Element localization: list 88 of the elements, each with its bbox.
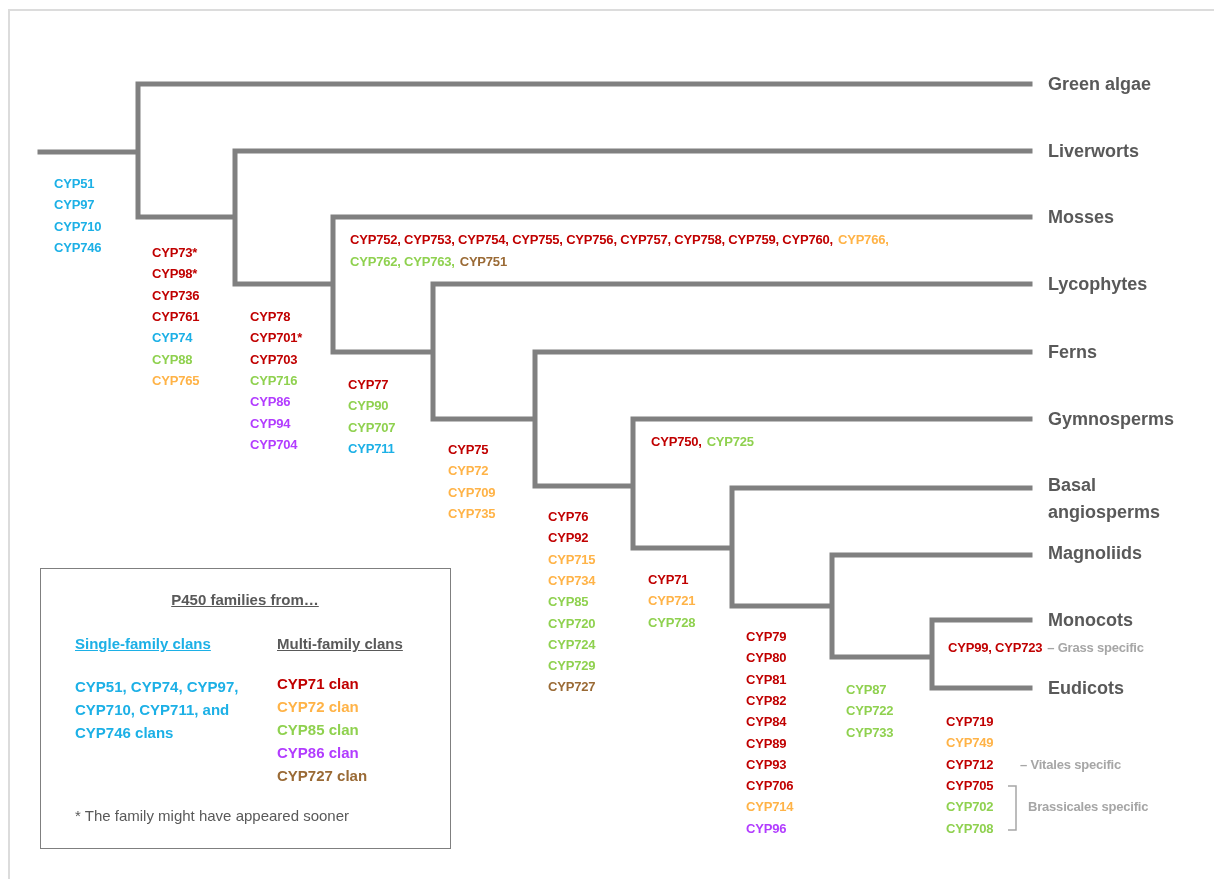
family-label: CYP728 bbox=[648, 614, 696, 631]
family-label: CYP720 bbox=[548, 615, 596, 632]
family-label: CYP714 bbox=[746, 799, 794, 816]
family-label: CYP750, bbox=[651, 434, 702, 450]
family-label: CYP702 bbox=[946, 799, 994, 816]
family-label: CYP84 bbox=[746, 714, 787, 731]
note-text: – Vitales specific bbox=[1020, 757, 1121, 773]
family-label: CYP766, bbox=[838, 232, 889, 248]
family-label: CYP93 bbox=[746, 756, 787, 773]
family-label: CYP86 bbox=[250, 394, 291, 411]
family-label: CYP701* bbox=[250, 330, 303, 347]
family-label: CYP710 bbox=[54, 218, 102, 235]
family-label: CYP85 bbox=[548, 594, 589, 611]
family-label: CYP727 bbox=[548, 679, 596, 696]
family-label: CYP703 bbox=[250, 351, 298, 368]
family-label: CYP722 bbox=[846, 703, 894, 720]
family-label: CYP735 bbox=[448, 505, 496, 522]
family-label: CYP719 bbox=[946, 714, 994, 730]
family-label: CYP98* bbox=[152, 266, 198, 283]
family-label: CYP89 bbox=[746, 735, 787, 752]
family-label: CYP711 bbox=[348, 440, 395, 457]
taxon-label: Green algae bbox=[1048, 73, 1152, 95]
family-label: CYP87 bbox=[846, 682, 887, 698]
family-label: CYP721 bbox=[648, 593, 696, 610]
taxon-label: Ferns bbox=[1048, 341, 1098, 363]
family-label: CYP78 bbox=[250, 309, 291, 325]
family-label: CYP715 bbox=[548, 551, 596, 568]
family-label: CYP77 bbox=[348, 377, 389, 393]
family-label: CYP94 bbox=[250, 415, 291, 432]
note-text: Brassicales specific bbox=[1028, 799, 1149, 815]
family-label: CYP81 bbox=[746, 671, 787, 688]
footnote: * The family might have appeared sooner bbox=[75, 807, 350, 824]
family-label: CYP733 bbox=[846, 724, 894, 741]
family-label: CYP724 bbox=[548, 636, 596, 653]
family-label: CYP707 bbox=[348, 419, 396, 436]
legend-label: CYP71 clan bbox=[277, 675, 359, 692]
family-label: CYP99, CYP723 bbox=[948, 640, 1043, 656]
taxon-label: Monocots bbox=[1048, 609, 1133, 631]
family-label: CYP96 bbox=[746, 820, 787, 837]
family-label: CYP51 bbox=[54, 176, 95, 192]
taxon-label: Liverworts bbox=[1048, 140, 1140, 162]
legend-label: CYP86 clan bbox=[277, 744, 359, 761]
legend-label: CYP51, CYP74, CYP97, CYP710, CYP711, and CYP746 clans bbox=[75, 677, 240, 743]
family-label: CYP704 bbox=[250, 436, 298, 453]
family-label: CYP74 bbox=[152, 330, 193, 347]
family-label: CYP716 bbox=[250, 372, 298, 389]
taxon-label: Gymnosperms bbox=[1048, 408, 1175, 430]
taxon-label: Basal angiosperms bbox=[1048, 474, 1162, 524]
family-label: CYP746 bbox=[54, 239, 102, 256]
family-label: CYP82 bbox=[746, 692, 787, 709]
family-label: CYP729 bbox=[548, 658, 596, 675]
family-label: CYP706 bbox=[746, 778, 794, 795]
legend-heading: P450 families from… bbox=[170, 591, 320, 608]
family-label: CYP712 bbox=[946, 756, 994, 773]
family-label: CYP92 bbox=[548, 530, 589, 547]
family-label: CYP734 bbox=[548, 572, 596, 589]
family-label: CYP75 bbox=[448, 442, 489, 458]
family-label: CYP749 bbox=[946, 735, 994, 752]
legend-label: CYP727 clan bbox=[277, 767, 368, 784]
family-label: CYP752, CYP753, CYP754, CYP755, CYP756, CYP757, CYP758, CYP759, CYP760, bbox=[350, 232, 833, 248]
family-label: CYP97 bbox=[54, 197, 95, 214]
family-label: CYP761 bbox=[152, 308, 200, 325]
family-label: CYP708 bbox=[946, 820, 994, 837]
family-label: CYP709 bbox=[448, 484, 496, 501]
family-label: CYP736 bbox=[152, 287, 200, 304]
family-label: CYP73* bbox=[152, 245, 198, 261]
family-label: CYP88 bbox=[152, 351, 193, 368]
family-label: CYP765 bbox=[152, 372, 200, 389]
family-label: CYP705 bbox=[946, 778, 994, 794]
taxon-label: Mosses bbox=[1048, 206, 1115, 228]
family-label: CYP762, CYP763, bbox=[350, 254, 455, 270]
column-heading: Multi-family clans bbox=[277, 635, 403, 652]
note-text: – Grass specific bbox=[1047, 640, 1144, 656]
column-heading: Single-family clans bbox=[75, 635, 211, 652]
legend-label: CYP85 clan bbox=[277, 721, 359, 738]
taxon-label: Lycophytes bbox=[1048, 273, 1148, 295]
family-label: CYP90 bbox=[348, 398, 389, 415]
family-label: CYP751 bbox=[459, 254, 507, 270]
family-label: CYP79 bbox=[746, 629, 787, 645]
family-label: CYP71 bbox=[648, 572, 689, 588]
legend-box bbox=[40, 568, 451, 849]
family-label: CYP76 bbox=[548, 509, 589, 525]
taxon-label: Magnoliids bbox=[1048, 542, 1142, 564]
family-label: CYP72 bbox=[448, 463, 489, 480]
taxon-label: Eudicots bbox=[1048, 677, 1124, 699]
legend-label: CYP72 clan bbox=[277, 698, 359, 715]
family-label: CYP80 bbox=[746, 650, 787, 667]
family-label: CYP725 bbox=[706, 434, 754, 450]
